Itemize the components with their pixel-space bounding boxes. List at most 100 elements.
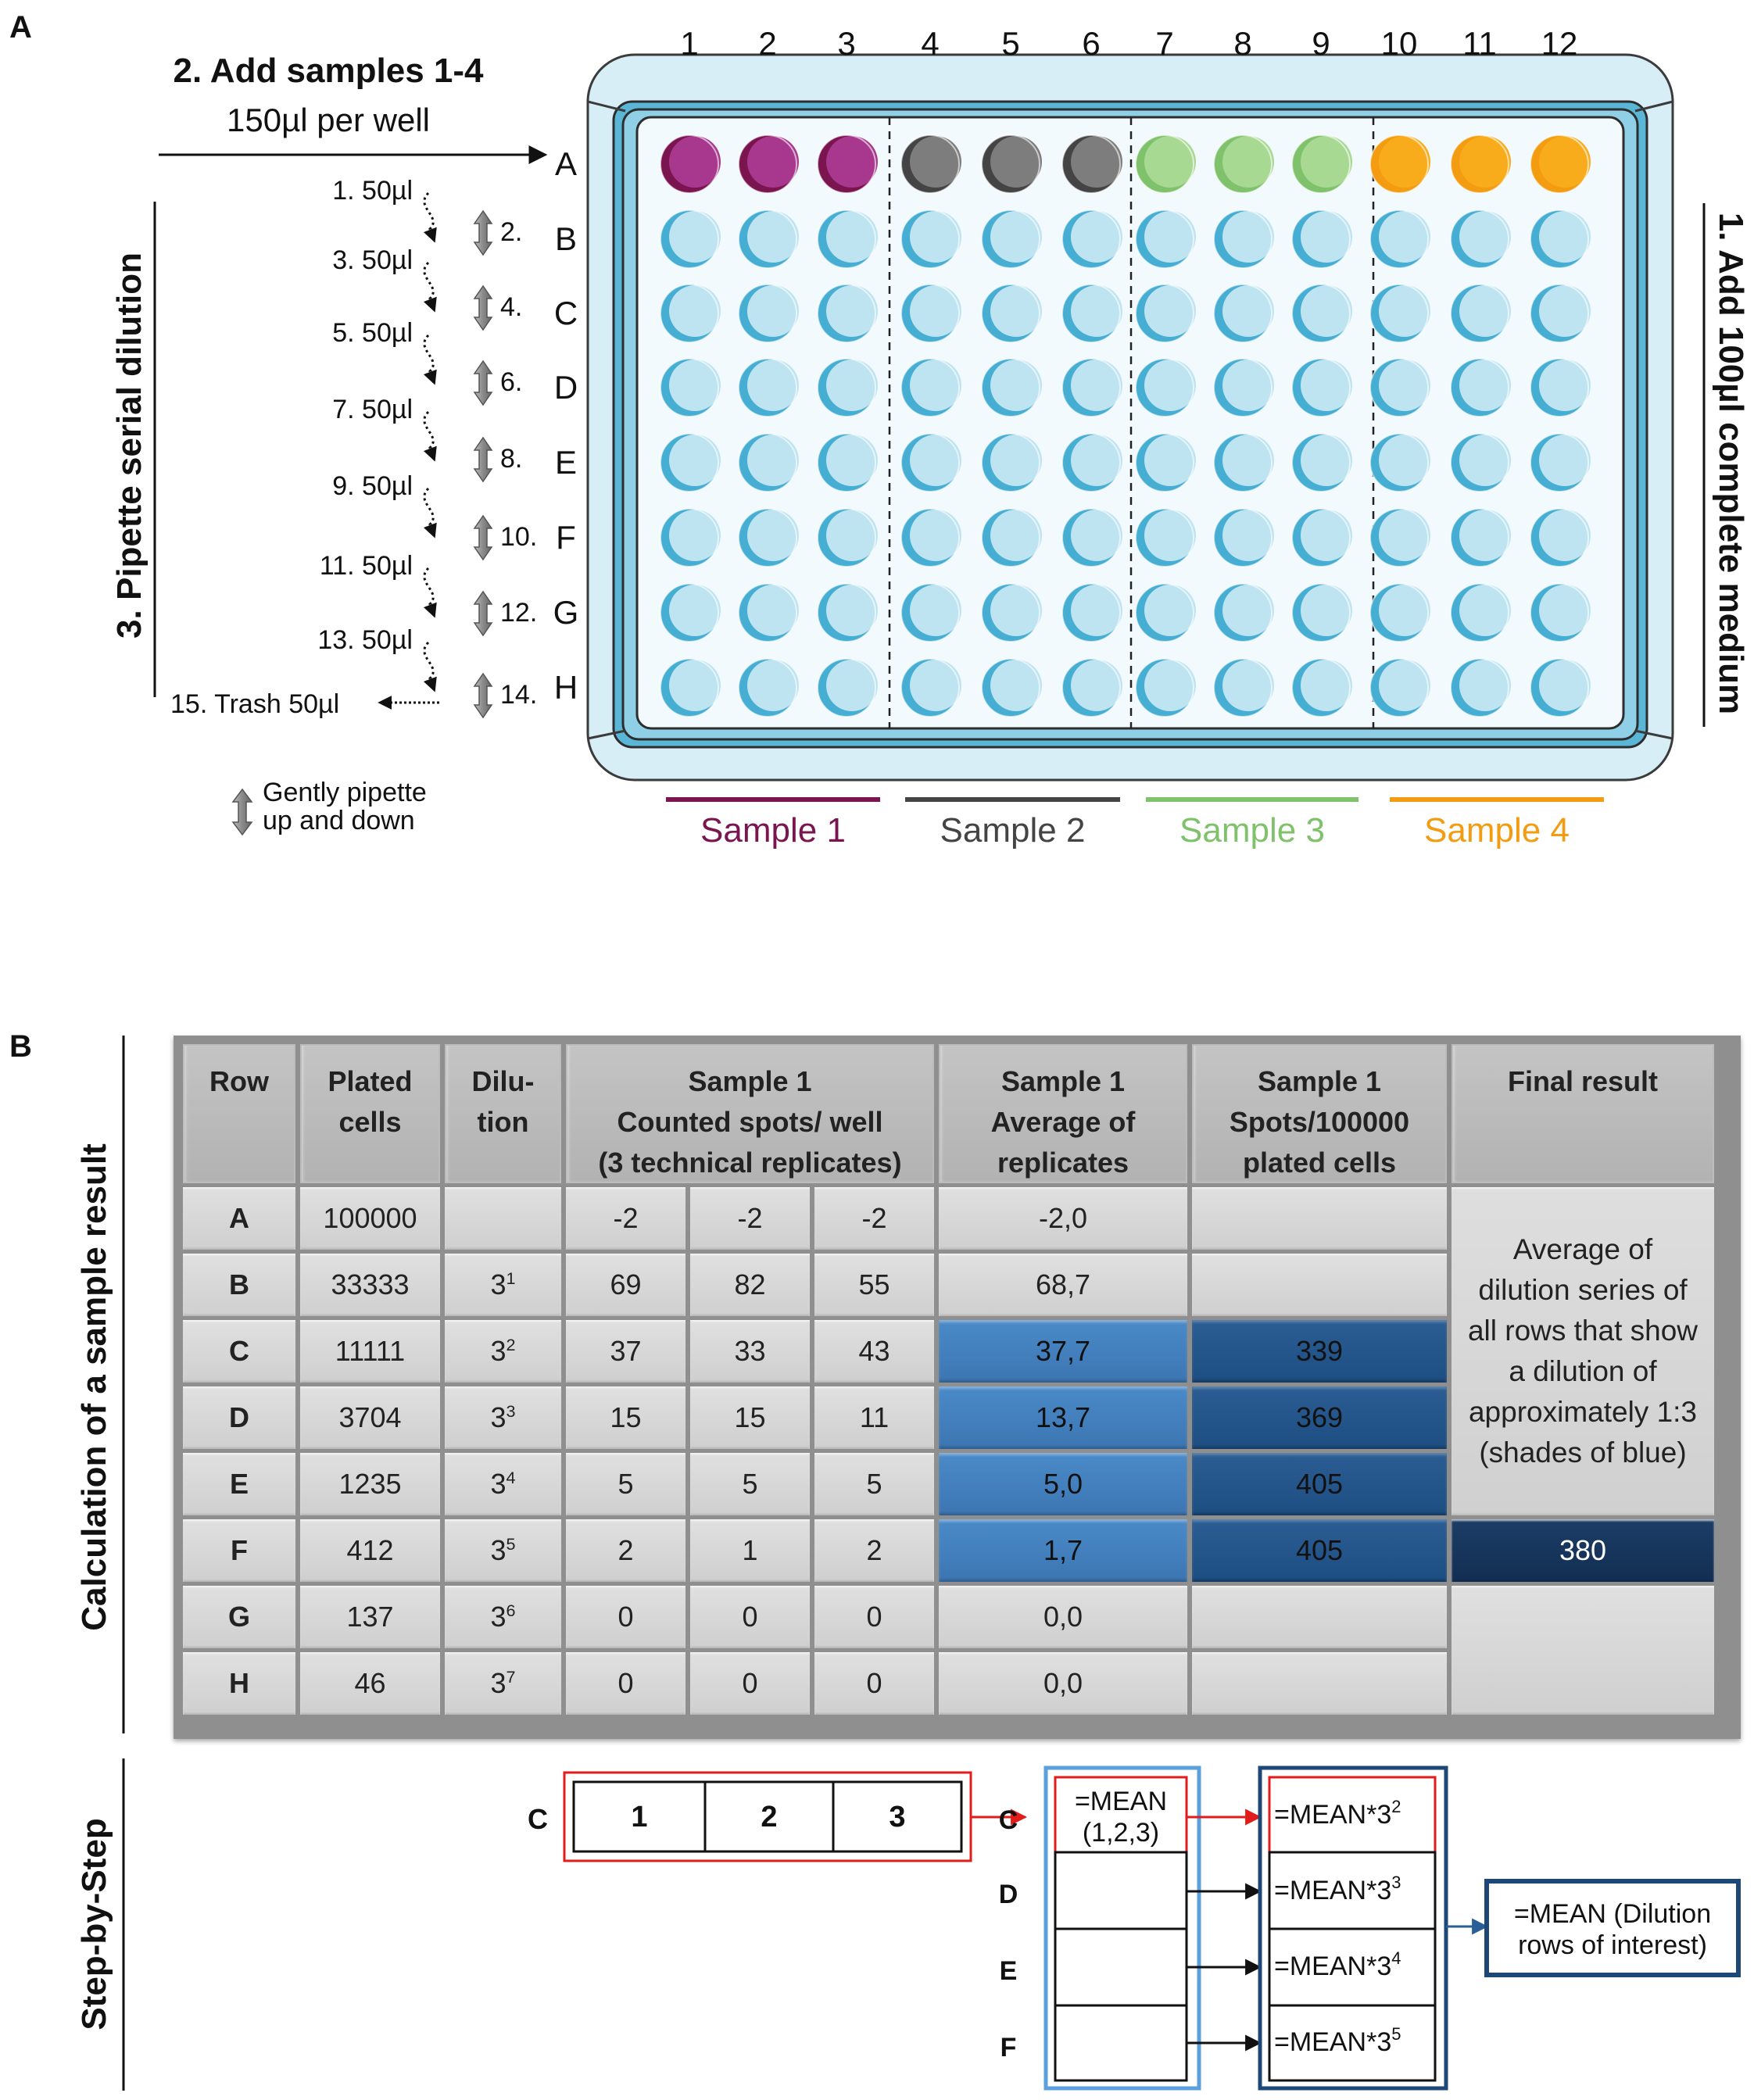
- well: [1530, 583, 1591, 642]
- replicate-cell: 2: [566, 1519, 685, 1582]
- well: [1291, 284, 1352, 343]
- spots-cell: 339: [1192, 1320, 1447, 1383]
- replicate-cell: 2: [814, 1519, 934, 1582]
- transfer-volume-label: 1. 50µl: [332, 176, 413, 206]
- well: [1369, 134, 1430, 194]
- well: [1530, 284, 1591, 343]
- plate-corner-line: [587, 100, 626, 113]
- final-formula-line-1: =MEAN (Dilution: [1514, 1899, 1711, 1929]
- header-final-result: Final result: [1452, 1044, 1714, 1183]
- dilution-cell: [1268, 2004, 1437, 2082]
- well: [1530, 134, 1591, 194]
- plated-cells-cell: 46: [300, 1652, 440, 1715]
- final-description-line: approximately 1:3: [1468, 1396, 1698, 1428]
- mean-row-label-e: E: [1000, 1956, 1018, 1986]
- row-label-cell: F: [183, 1519, 295, 1582]
- well: [1213, 358, 1274, 417]
- final-formula-box: [1484, 1879, 1741, 1977]
- well: [1135, 658, 1196, 717]
- average-cell: 1,7: [939, 1519, 1187, 1582]
- row-label: F: [556, 519, 576, 556]
- dilution-cell: [1268, 1927, 1437, 2007]
- transfer-volume-label: 7. 50µl: [332, 395, 413, 424]
- well: [817, 134, 878, 194]
- row-label-cell: H: [183, 1652, 295, 1715]
- mean-row-label-c: C: [999, 1805, 1018, 1835]
- legend-line-1: Gently pipette: [263, 778, 427, 807]
- dilution-cell: 37: [445, 1652, 561, 1715]
- well: [900, 433, 961, 492]
- spots-cell: 369: [1192, 1386, 1447, 1449]
- column-label: 2: [758, 25, 776, 62]
- average-cell: -2,0: [939, 1187, 1187, 1250]
- well: [1450, 209, 1511, 269]
- well: [660, 358, 721, 417]
- final-description-line: all rows that show: [1467, 1315, 1699, 1347]
- well: [817, 209, 878, 269]
- dilution-base: 3: [490, 1534, 507, 1566]
- double-arrow-icon: [473, 590, 493, 637]
- average-cell: 5,0: [939, 1453, 1187, 1515]
- well: [660, 583, 721, 642]
- well: [1369, 358, 1430, 417]
- mean-row-label-f: F: [1000, 2033, 1017, 2062]
- pipette-legend: Gently pipette up and down: [231, 778, 427, 836]
- transfer-arrow: [423, 334, 437, 385]
- replicate-cell: -2: [690, 1187, 810, 1250]
- spots-cell: 405: [1192, 1453, 1447, 1515]
- column-label: 11: [1462, 25, 1497, 62]
- final-description-line: (shades of blue): [1479, 1436, 1687, 1469]
- mean-cell: [1054, 2004, 1188, 2082]
- mix-step-label: 6.: [500, 367, 522, 397]
- final-description-line: Average of: [1512, 1233, 1653, 1265]
- well: [660, 209, 721, 269]
- well: [738, 209, 799, 269]
- replicate-cell: -2: [814, 1187, 934, 1250]
- well: [1061, 433, 1122, 492]
- step2-title: 2. Add samples 1-4: [174, 52, 484, 90]
- well: [1135, 284, 1196, 343]
- transfer-volume-label: 3. 50µl: [332, 245, 413, 275]
- well: [1291, 209, 1352, 269]
- well: [900, 508, 961, 567]
- formula-base: =MEAN*3: [1274, 1876, 1391, 1905]
- plate-corner-line: [587, 729, 626, 740]
- well: [981, 433, 1042, 492]
- well: [1369, 508, 1430, 567]
- header-row: Row: [183, 1044, 295, 1183]
- mean-dilution-formula: =MEAN*32: [1274, 1797, 1401, 1830]
- sample-name: Sample 3: [1179, 811, 1325, 850]
- step3-label: 3. Pipette serial dilution: [110, 252, 149, 639]
- replicate-cell: 55: [814, 1254, 934, 1316]
- panel-a-label: A: [9, 10, 32, 45]
- panel-b-label: B: [9, 1029, 32, 1064]
- column-label: 3: [837, 25, 855, 62]
- final-result-empty: [1452, 1586, 1714, 1715]
- spots-cell: [1192, 1586, 1447, 1648]
- mean-dilution-formula: =MEAN*34: [1274, 1948, 1401, 1981]
- column-label: 10: [1381, 25, 1418, 62]
- well: [900, 583, 961, 642]
- transfer-arrow: [423, 261, 437, 313]
- well: [1530, 358, 1591, 417]
- row-label: C: [554, 295, 578, 331]
- row-label-cell: E: [183, 1453, 295, 1515]
- well: [981, 209, 1042, 269]
- well: [1291, 433, 1352, 492]
- mean-formula-line-2: (1,2,3): [1083, 1818, 1159, 1848]
- well: [1135, 433, 1196, 492]
- replicate-cell: 0: [814, 1652, 934, 1715]
- well: [1450, 508, 1511, 567]
- replicate-cell: 82: [690, 1254, 810, 1316]
- well: [900, 134, 961, 194]
- plated-cells-cell: 3704: [300, 1386, 440, 1449]
- average-cell: 0,0: [939, 1652, 1187, 1715]
- column-label: 12: [1541, 25, 1578, 62]
- well: [1369, 583, 1430, 642]
- mean-formula-line-1: =MEAN: [1075, 1787, 1167, 1816]
- dilution-exponent: 7: [506, 1667, 516, 1687]
- mix-step-label: 10.: [500, 522, 537, 552]
